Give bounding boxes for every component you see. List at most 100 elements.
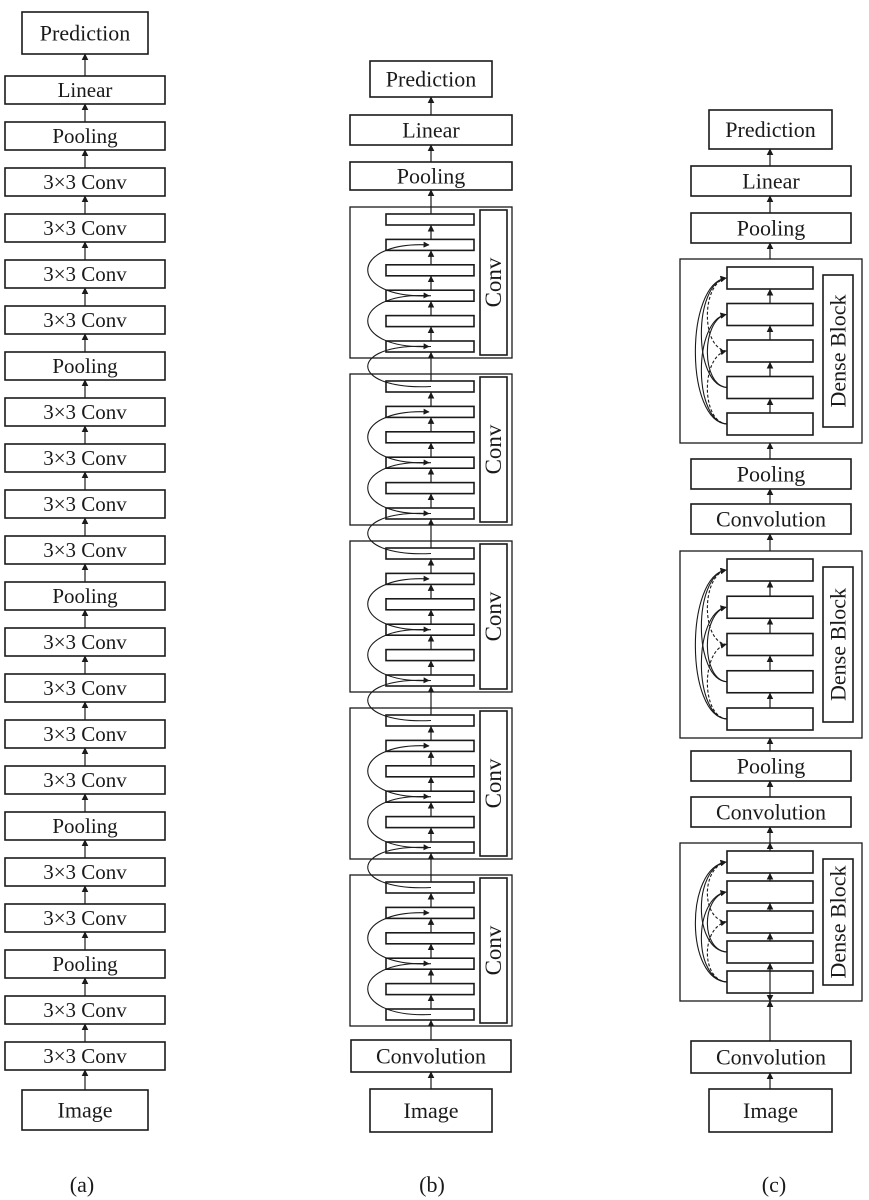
a-layer-14-3x3-conv-label: 3×3 Conv bbox=[43, 446, 127, 470]
c-input-image-label: Image bbox=[743, 1098, 798, 1123]
a-layer-23-prediction-box bbox=[21, 11, 149, 55]
c-stage-9-linear-label: Linear bbox=[742, 169, 800, 194]
c-block-label: Dense Block bbox=[826, 588, 851, 701]
b-conv-layer bbox=[385, 481, 475, 495]
a-layer-12-3x3-conv-label: 3×3 Conv bbox=[43, 538, 127, 562]
b-skip-connection bbox=[367, 793, 432, 849]
b-block-label-box bbox=[479, 543, 508, 690]
c-dense-layer bbox=[726, 558, 814, 582]
b-conv-block-5: Conv bbox=[349, 874, 513, 1027]
c-dense-connection bbox=[700, 276, 728, 389]
a-layer-3-pooling-label: Pooling bbox=[52, 952, 118, 976]
b-skip-connection bbox=[367, 343, 432, 388]
b-conv-block-2: Conv bbox=[349, 373, 513, 526]
b-conv-layer bbox=[385, 405, 475, 419]
c-dense-connection bbox=[706, 349, 728, 425]
c-dense-layer bbox=[726, 302, 814, 327]
b-skip-connection bbox=[367, 909, 432, 965]
a-layer-11-pooling-label: Pooling bbox=[52, 584, 118, 608]
c-dense-layer bbox=[726, 940, 814, 964]
b-block-label-box bbox=[479, 710, 508, 857]
b-conv-layer bbox=[385, 238, 475, 252]
b-skip-connection bbox=[367, 241, 432, 297]
b-skip-connection bbox=[367, 459, 432, 515]
c-stage-5-convolution-label: Convolution bbox=[716, 507, 826, 532]
b-conv-layer bbox=[385, 764, 475, 778]
a-layer-21-pooling-label: Pooling bbox=[52, 124, 118, 148]
a-layer-9-3x3-conv-box bbox=[4, 673, 166, 703]
c-input-image-box bbox=[708, 1088, 833, 1133]
b-skip-connection bbox=[367, 626, 432, 682]
b-input-image-label: Image bbox=[404, 1098, 459, 1123]
c-block-label-box bbox=[822, 566, 854, 723]
c-stage-0-convolution-label: Convolution bbox=[716, 1045, 826, 1070]
b-head-pooling-box bbox=[349, 161, 513, 191]
c-dense-layer bbox=[726, 266, 814, 290]
b-stem-convolution-box bbox=[350, 1039, 512, 1073]
b-conv-layer bbox=[385, 572, 475, 586]
c-dense-layer bbox=[726, 412, 814, 436]
b-conv-layer bbox=[385, 815, 475, 829]
a-layer-2-3x3-conv-label: 3×3 Conv bbox=[43, 998, 127, 1022]
b-conv-layer bbox=[385, 314, 475, 328]
caption-a: (a) bbox=[70, 1172, 94, 1197]
a-layer-16-pooling-label: Pooling bbox=[52, 354, 118, 378]
c-dense-connection bbox=[700, 860, 728, 953]
b-block-label-box bbox=[479, 877, 508, 1024]
a-layer-19-3x3-conv-box bbox=[4, 213, 166, 243]
b-skip-connection bbox=[367, 960, 432, 1016]
a-layer-3-pooling-box bbox=[4, 949, 166, 979]
c-dense-connection bbox=[694, 567, 728, 720]
a-layer-15-3x3-conv-label: 3×3 Conv bbox=[43, 400, 127, 424]
b-block-label-box bbox=[479, 376, 508, 523]
b-conv-layer bbox=[385, 597, 475, 611]
a-layer-9-3x3-conv-label: 3×3 Conv bbox=[43, 676, 127, 700]
a-layer-5-3x3-conv-box bbox=[4, 857, 166, 887]
c-dense-block-2: Dense Block bbox=[679, 550, 863, 739]
b-conv-layer bbox=[385, 648, 475, 662]
c-dense-layer bbox=[726, 880, 814, 904]
a-layer-15-3x3-conv-box bbox=[4, 397, 166, 427]
b-conv-block-4: Conv bbox=[349, 707, 513, 860]
a-layer-7-3x3-conv-box bbox=[4, 765, 166, 795]
a-layer-4-3x3-conv-label: 3×3 Conv bbox=[43, 906, 127, 930]
b-skip-connection bbox=[367, 575, 432, 631]
b-input-image-box bbox=[369, 1088, 493, 1133]
b-block-label: Conv bbox=[481, 257, 506, 307]
a-layer-0-image-label: Image bbox=[58, 1098, 113, 1123]
a-layer-20-3x3-conv-label: 3×3 Conv bbox=[43, 170, 127, 194]
c-stage-9-linear-box bbox=[690, 165, 852, 197]
c-stage-8-pooling-box bbox=[690, 212, 852, 244]
c-stage-2-convolution-label: Convolution bbox=[716, 800, 826, 825]
a-layer-0-image-box bbox=[21, 1089, 149, 1131]
b-skip-connection bbox=[367, 677, 432, 722]
c-dense-connection bbox=[694, 859, 728, 983]
c-dense-block-3: Dense Block bbox=[679, 258, 863, 444]
c-dense-connection bbox=[706, 276, 728, 352]
a-layer-17-3x3-conv-box bbox=[4, 305, 166, 335]
b-conv-layer bbox=[385, 931, 475, 945]
c-dense-connection bbox=[706, 860, 728, 923]
c-dense-layer bbox=[726, 707, 814, 731]
c-stage-2-convolution-box bbox=[690, 796, 852, 828]
a-layer-16-pooling-box bbox=[4, 351, 166, 381]
c-dense-layer bbox=[726, 910, 814, 934]
b-skip-connection bbox=[367, 292, 432, 348]
c-dense-layer bbox=[726, 595, 814, 620]
c-dense-layer bbox=[726, 669, 814, 694]
c-dense-layer bbox=[726, 339, 814, 363]
c-dense-block-1: Dense Block bbox=[679, 842, 863, 1002]
b-head-pooling-label: Pooling bbox=[397, 164, 465, 189]
b-skip-connection bbox=[367, 510, 432, 555]
b-skip-connection bbox=[367, 408, 432, 464]
a-layer-5-3x3-conv-label: 3×3 Conv bbox=[43, 860, 127, 884]
c-dense-connection bbox=[700, 605, 728, 720]
b-skip-connection bbox=[367, 742, 432, 798]
c-dense-connection bbox=[706, 642, 728, 720]
a-layer-18-3x3-conv-box bbox=[4, 259, 166, 289]
a-layer-6-pooling-label: Pooling bbox=[52, 814, 118, 838]
b-conv-layer bbox=[385, 906, 475, 920]
b-block-label: Conv bbox=[481, 424, 506, 474]
